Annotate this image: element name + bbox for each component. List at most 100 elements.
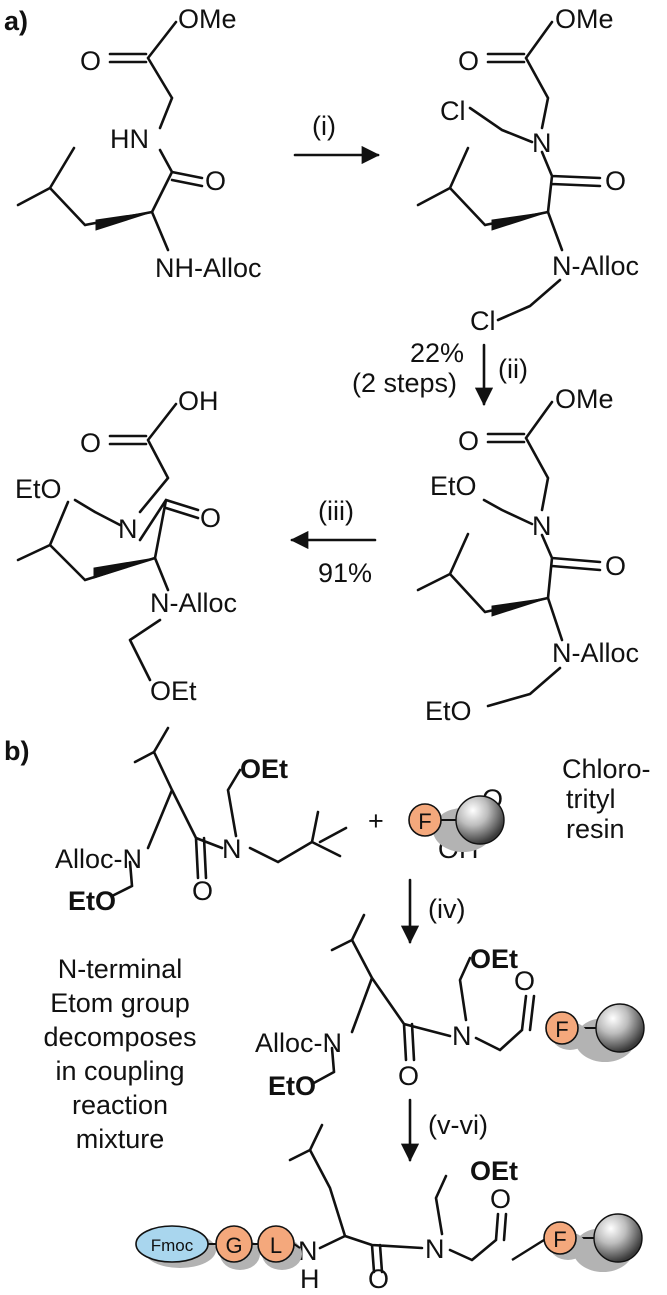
compound-3: OMe O EtO N O N-Alloc EtO bbox=[416, 384, 639, 726]
carbonyl-o-label: O bbox=[458, 46, 479, 76]
cl-label-bottom: Cl bbox=[470, 306, 496, 336]
cl-label-top: Cl bbox=[440, 96, 466, 126]
resin-reagent: F Chloro- trityl resin bbox=[408, 754, 651, 852]
stereo-wedge bbox=[491, 597, 549, 617]
alloc-n-label: Alloc-N bbox=[55, 844, 142, 874]
n-alloc-label: N-Alloc bbox=[552, 251, 639, 281]
oet-label: OEt bbox=[470, 1156, 518, 1186]
resin-sphere bbox=[595, 1003, 645, 1053]
amide-n-label: N bbox=[532, 128, 552, 158]
bead-f bbox=[408, 803, 442, 837]
stereo-wedge bbox=[93, 557, 156, 579]
ome-label: OMe bbox=[178, 4, 237, 34]
plus-sign: + bbox=[368, 806, 384, 836]
bead-f-label: F bbox=[555, 1017, 568, 1042]
carbonyl-o-label: O bbox=[80, 428, 101, 458]
note-line-4: in coupling bbox=[55, 1056, 184, 1086]
step-iii-label: (iii) bbox=[318, 496, 354, 526]
isobutyl-bonds bbox=[16, 500, 157, 582]
note-line-1: N-terminal bbox=[58, 954, 183, 984]
compound-2-bonds bbox=[468, 20, 602, 322]
carbonyl-o-label: O bbox=[458, 426, 479, 456]
step-ii: 22% (2 steps) (ii) bbox=[352, 338, 528, 406]
panel-b-label: b) bbox=[4, 736, 29, 766]
compound-5-bonds bbox=[110, 726, 348, 898]
bead-f-label: F bbox=[418, 809, 431, 834]
step-ii-yield: 22% bbox=[410, 338, 464, 368]
compound-6: OEt O Alloc-N N O EtO F bbox=[255, 913, 645, 1101]
resin-line-2: trityl bbox=[566, 784, 616, 814]
amide-hn-label: HN bbox=[110, 124, 149, 154]
step-ii-label: (ii) bbox=[498, 354, 528, 384]
isobutyl-bonds bbox=[416, 146, 550, 227]
nh-n-label: N bbox=[298, 1236, 318, 1266]
step-iv-label: (iv) bbox=[428, 894, 465, 924]
amide-o-label: O bbox=[605, 166, 626, 196]
bead-g-label: G bbox=[225, 1233, 242, 1258]
n-alloc-label: N-Alloc bbox=[552, 638, 639, 668]
amide-n-label: N bbox=[452, 1021, 472, 1051]
oh-label: OH bbox=[178, 386, 219, 416]
step-iii-yield: 91% bbox=[318, 558, 372, 588]
compound-7-bonds bbox=[288, 1123, 508, 1274]
step-iii: (iii) 91% bbox=[290, 496, 377, 588]
oet-label: OEt bbox=[150, 676, 197, 706]
note-line-3: decomposes bbox=[43, 1022, 196, 1052]
eto-label: EtO bbox=[68, 886, 116, 916]
ester-o-label: O bbox=[514, 966, 535, 996]
note-line-6: mixture bbox=[76, 1124, 165, 1154]
amide-o-label: O bbox=[200, 503, 221, 533]
compound-6-bonds bbox=[310, 913, 536, 1086]
amide-o-label: O bbox=[205, 166, 226, 196]
stereo-wedge bbox=[491, 211, 549, 231]
nh-h-label: H bbox=[300, 1264, 320, 1294]
step-v-vi-label: (v-vi) bbox=[428, 1110, 488, 1140]
amide-n-label: N bbox=[222, 834, 242, 864]
amide-n-label: N bbox=[425, 1234, 445, 1264]
resin-sphere bbox=[455, 795, 505, 845]
eto-label-bottom: EtO bbox=[425, 696, 472, 726]
compound-4: OH O EtO N O N-Alloc OEt bbox=[15, 386, 237, 706]
amide-n-label: N bbox=[118, 514, 138, 544]
compound-7: OEt O N O N H F Fmoc G L bbox=[135, 1123, 643, 1294]
resin-line-1: Chloro- bbox=[562, 754, 651, 784]
eto-label-top: EtO bbox=[430, 471, 477, 501]
f-linker bbox=[511, 1238, 545, 1262]
alloc-n-label: Alloc-N bbox=[255, 1028, 342, 1058]
compound-1-bonds bbox=[108, 20, 204, 252]
bead-f bbox=[543, 1221, 577, 1255]
eto-label: EtO bbox=[15, 474, 62, 504]
step-ii-note: (2 steps) bbox=[352, 368, 457, 398]
isobutyl-bonds bbox=[416, 532, 550, 614]
panel-a-label: a) bbox=[4, 6, 28, 36]
compound-2: OMe O Cl N O N-Alloc Cl bbox=[416, 4, 639, 336]
isobutyl-bonds bbox=[16, 146, 154, 227]
amide-o-label: O bbox=[605, 551, 626, 581]
ome-label: OMe bbox=[555, 384, 614, 414]
l-nh-link bbox=[293, 1243, 301, 1249]
amide-o-label: O bbox=[192, 876, 213, 906]
oet-label: OEt bbox=[240, 754, 288, 784]
step-v-vi: (v-vi) bbox=[400, 1098, 488, 1162]
note-line-2: Etom group bbox=[50, 988, 190, 1018]
resin-sphere bbox=[593, 1213, 643, 1263]
resin-line-3: resin bbox=[566, 814, 625, 844]
bead-f-label: F bbox=[553, 1227, 566, 1252]
n-alloc-label: N-Alloc bbox=[150, 588, 237, 618]
oet-label: OEt bbox=[470, 944, 518, 974]
amide-o-label: O bbox=[398, 1061, 419, 1091]
step-iv: (iv) bbox=[400, 878, 465, 944]
compound-4-bonds bbox=[73, 402, 200, 682]
amide-o-label: O bbox=[368, 1264, 389, 1294]
step-i: (i) bbox=[293, 111, 380, 165]
note-block: N-terminal Etom group decomposes in coup… bbox=[43, 954, 196, 1154]
ester-o-label: O bbox=[490, 1184, 511, 1214]
nh-alloc-label: NH-Alloc bbox=[155, 253, 262, 283]
carbonyl-o-label: O bbox=[80, 46, 101, 76]
compound-3-bonds bbox=[482, 400, 602, 708]
eto-label: EtO bbox=[268, 1071, 316, 1101]
note-line-5: reaction bbox=[72, 1090, 168, 1120]
ome-label: OMe bbox=[555, 4, 614, 34]
bead-l-label: L bbox=[270, 1233, 282, 1258]
